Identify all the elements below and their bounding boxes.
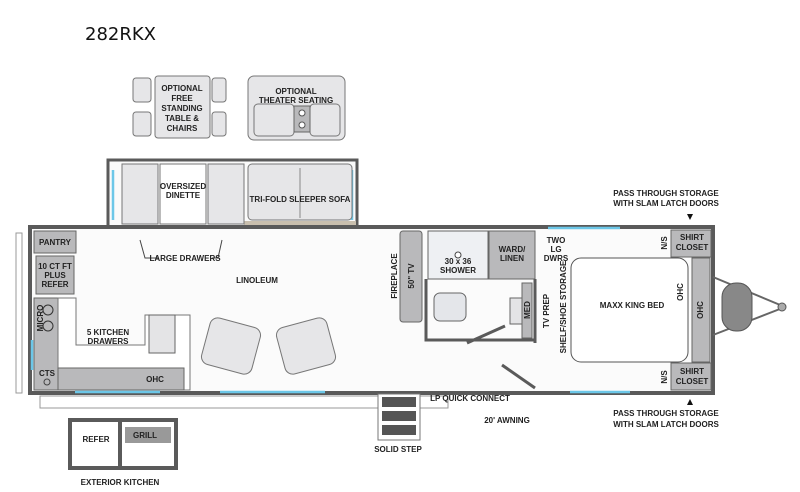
sofa-label: TRI-FOLD SLEEPER SOFA bbox=[250, 195, 351, 204]
ext-refer-label: REFER bbox=[82, 435, 109, 444]
shower-1-label: SHOWER bbox=[440, 266, 476, 275]
optional-theater-1-label: THEATER SEATING bbox=[259, 96, 333, 105]
recliner-chairs bbox=[200, 317, 337, 375]
slideout: OVERSIZED DINETTE TRI-FOLD SLEEPER SOFA bbox=[106, 158, 359, 230]
arrow-up-icon bbox=[687, 399, 693, 405]
ns-top-label: N/S bbox=[660, 236, 669, 250]
med-label: MED bbox=[523, 301, 532, 319]
lp-quick-connect-label: LP QUICK CONNECT bbox=[430, 394, 510, 403]
ohc-front-label: OHC bbox=[696, 301, 705, 319]
shower-0-label: 30 x 36 bbox=[445, 257, 472, 266]
two-lg-dwrs-1-label: LG bbox=[550, 245, 561, 254]
optional-table-3-label: TABLE & bbox=[165, 114, 199, 123]
ext-grill-label: GRILL bbox=[133, 431, 157, 440]
micro-label: MICRO bbox=[36, 305, 45, 332]
refer-1-label: PLUS bbox=[44, 271, 66, 280]
optional-theater-seating: OPTIONAL THEATER SEATING bbox=[247, 75, 346, 141]
pantry-label: PANTRY bbox=[39, 238, 72, 247]
optional-table-0-label: OPTIONAL bbox=[161, 84, 202, 93]
shelf-storage-label: SHELF/SHOE STORAGE bbox=[559, 260, 568, 353]
ohc-kitchen-label: OHC bbox=[146, 375, 164, 384]
dinette-1-label: DINETTE bbox=[166, 191, 201, 200]
tv-prep-label: TV PREP bbox=[542, 293, 551, 328]
pass-through-bottom-0-label: PASS THROUGH STORAGE bbox=[613, 409, 719, 418]
awning bbox=[39, 395, 449, 409]
tv-label: 50" TV bbox=[407, 263, 416, 289]
shirt-closet-bottom-1-label: CLOSET bbox=[676, 377, 709, 386]
shirt-closet-bottom-0-label: SHIRT bbox=[680, 367, 704, 376]
optional-table-4-label: CHAIRS bbox=[167, 124, 198, 133]
cts-label: CTS bbox=[39, 369, 56, 378]
solid-step bbox=[377, 393, 421, 441]
exterior-kitchen-label: EXTERIOR KITCHEN bbox=[81, 478, 160, 487]
two-lg-dwrs-0-label: TWO bbox=[547, 236, 566, 245]
shirt-closet-top-1-label: CLOSET bbox=[676, 243, 709, 252]
large-drawers-label: LARGE DRAWERS bbox=[149, 254, 221, 263]
exterior-kitchen: REFER GRILL bbox=[68, 418, 178, 470]
sink bbox=[148, 314, 176, 354]
optional-table-2-label: STANDING bbox=[161, 104, 202, 113]
shirt-closet-top-0-label: SHIRT bbox=[680, 233, 704, 242]
pass-through-top-1-label: WITH SLAM LATCH DOORS bbox=[613, 199, 719, 208]
dinette-label: OVERSIZED bbox=[160, 182, 206, 191]
optional-theater-0-label: OPTIONAL bbox=[275, 87, 316, 96]
awning-label: 20' AWNING bbox=[484, 416, 530, 425]
ns-bottom-label: N/S bbox=[660, 370, 669, 384]
arrow-down-icon bbox=[687, 214, 693, 220]
ward-1-label: LINEN bbox=[500, 254, 524, 263]
hitch bbox=[712, 276, 787, 336]
two-lg-dwrs-2-label: DWRS bbox=[544, 254, 569, 263]
refer-0-label: 10 CT FT bbox=[38, 262, 72, 271]
solid-step-label: SOLID STEP bbox=[374, 445, 422, 454]
toilet bbox=[433, 292, 467, 322]
model-title: 282RKX bbox=[85, 24, 156, 45]
optional-table-chairs: OPTIONAL FREE STANDING TABLE & CHAIRS bbox=[132, 75, 227, 139]
refer-2-label: REFER bbox=[41, 280, 68, 289]
fireplace-label: FIREPLACE bbox=[390, 253, 399, 299]
ward-0-label: WARD/ bbox=[499, 245, 526, 254]
king-bed bbox=[570, 257, 689, 363]
kitchen-drawers-0-label: 5 KITCHEN bbox=[87, 328, 129, 337]
pass-through-top-0-label: PASS THROUGH STORAGE bbox=[613, 189, 719, 198]
pass-through-bottom-1-label: WITH SLAM LATCH DOORS bbox=[613, 420, 719, 429]
kitchen-drawers-1-label: DRAWERS bbox=[88, 337, 130, 346]
bed-label: MAXX KING BED bbox=[600, 301, 665, 310]
linoleum-label: LINOLEUM bbox=[236, 276, 278, 285]
ohc-bed-label: OHC bbox=[676, 283, 685, 301]
optional-table-1-label: FREE bbox=[171, 94, 193, 103]
